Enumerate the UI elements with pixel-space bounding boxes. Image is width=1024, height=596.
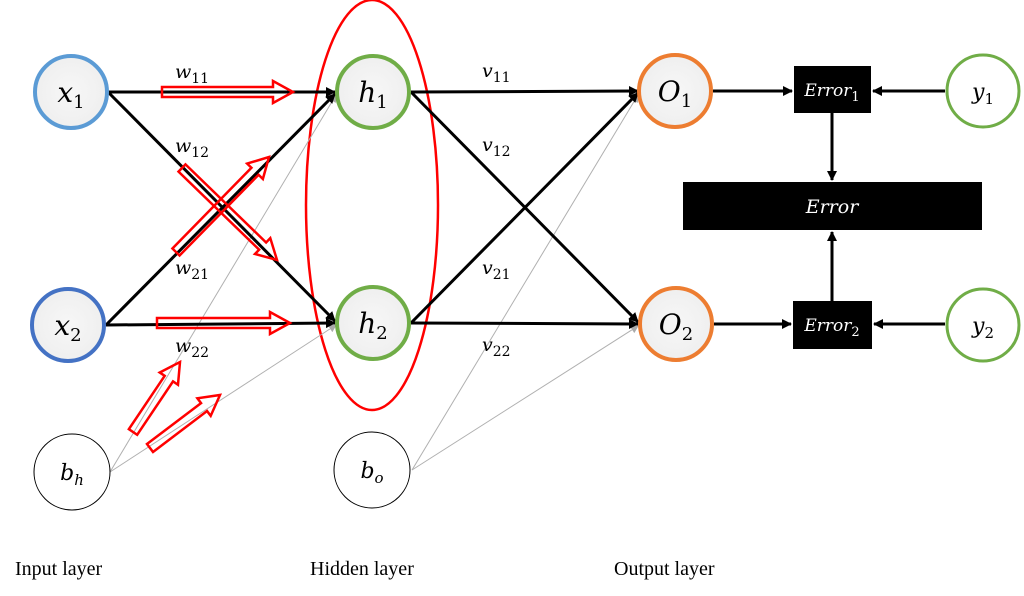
node-subscript: o [375, 469, 384, 487]
node-label: O [659, 308, 682, 341]
error-box-1: Error1 [794, 66, 871, 113]
node-subscript: 1 [984, 90, 994, 108]
weight-w21: w21 [175, 257, 209, 283]
node-label: y [971, 80, 985, 105]
node-o2: O2 [638, 286, 714, 362]
svg-text:Error1: Error1 [803, 81, 859, 105]
svg-text:h1: h1 [358, 76, 388, 113]
node-y1: y1 [945, 53, 1021, 129]
node-label: x [54, 309, 70, 342]
svg-text:h2: h2 [358, 307, 388, 344]
node-label: O [658, 75, 681, 108]
input-layer-label: Input layer [15, 558, 103, 580]
bias-connections [109, 94, 639, 473]
node-bh: bh [33, 433, 111, 511]
svg-text:y1: y1 [971, 80, 994, 108]
node-subscript: 2 [984, 324, 994, 342]
connections [104, 86, 945, 329]
svg-text:Error: Error [805, 196, 860, 218]
error-box-total: Error [683, 182, 982, 230]
red-hollow-arrow [127, 359, 182, 437]
node-x1: x1 [33, 54, 109, 130]
node-subscript: 2 [682, 324, 693, 345]
node-label: b [60, 461, 74, 486]
red-hollow-arrow [160, 78, 296, 106]
red-hollow-arrow [145, 393, 223, 454]
node-x2: x2 [30, 287, 106, 363]
node-subscript: 2 [376, 323, 387, 344]
weight-labels: w11 w12 w21 w22 v11 v12 v21 v22 [175, 60, 511, 361]
hidden-layer-highlight [304, 0, 440, 412]
node-label: y [971, 314, 985, 339]
svg-text:bo: bo [360, 459, 383, 487]
node-subscript: h [74, 471, 84, 489]
node-y2: y2 [945, 287, 1021, 363]
weight-v11: v11 [482, 60, 511, 86]
weight-w22: w22 [175, 335, 209, 361]
node-h2: h2 [335, 285, 411, 361]
node-label: b [360, 459, 374, 484]
node-bo: bo [333, 431, 411, 509]
weight-v21: v21 [482, 257, 511, 283]
node-label: x [57, 76, 73, 109]
node-subscript: 2 [70, 325, 81, 346]
svg-text:bh: bh [60, 461, 84, 489]
node-subscript: 1 [681, 91, 692, 112]
node-h1: h1 [335, 54, 411, 130]
node-subscript: 1 [73, 92, 84, 113]
error-box-2: Error2 [793, 301, 872, 349]
weight-v12: v12 [482, 134, 511, 160]
output-layer-label: Output layer [614, 558, 715, 580]
hidden-layer-label: Hidden layer [310, 558, 414, 580]
red-hollow-arrow [176, 162, 279, 262]
weight-w11: w11 [175, 61, 209, 87]
weight-w12: w12 [175, 135, 209, 161]
svg-text:O2: O2 [659, 308, 693, 345]
svg-text:O1: O1 [658, 75, 692, 112]
red-hollow-arrow [170, 155, 271, 258]
gradient-arrows [127, 78, 296, 454]
svg-text:x1: x1 [57, 76, 84, 113]
svg-text:Error2: Error2 [803, 316, 859, 340]
node-o1: O1 [637, 53, 713, 129]
node-label: h [358, 307, 376, 340]
node-label: h [358, 76, 376, 109]
node-subscript: 1 [376, 92, 387, 113]
weight-v22: v22 [482, 334, 511, 360]
svg-text:x2: x2 [54, 309, 81, 346]
svg-text:y2: y2 [971, 314, 994, 342]
red-hollow-arrow [155, 309, 293, 337]
